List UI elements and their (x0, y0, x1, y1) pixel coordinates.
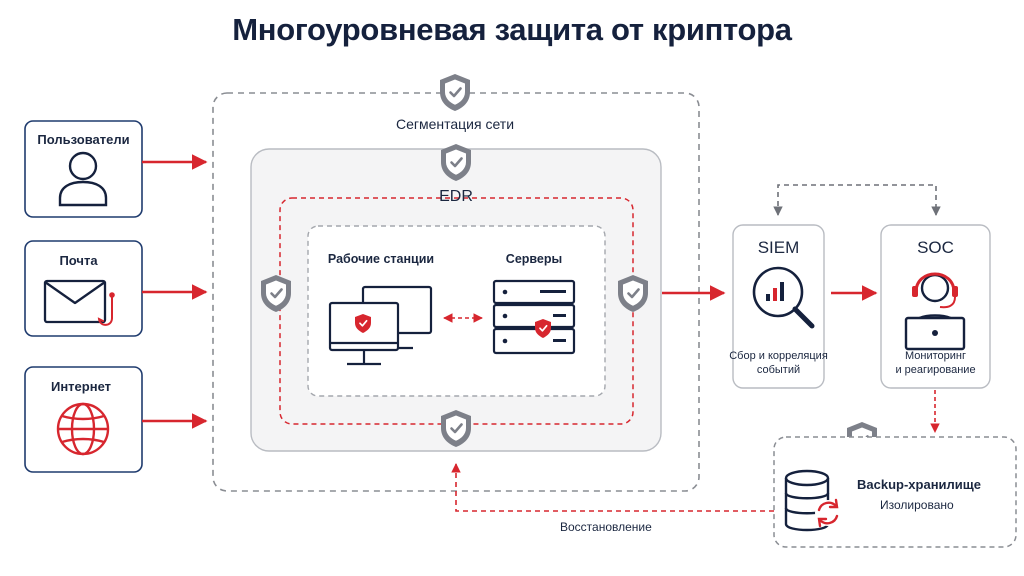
magnifier-icon (752, 266, 815, 329)
soc-caption-line1: Мониторинг (904, 350, 966, 362)
siem-title: SIEM (757, 238, 800, 257)
server-indicators (502, 289, 566, 344)
envelope-icon (43, 279, 107, 324)
server-icon (492, 279, 576, 355)
internet-label: Интернет (50, 379, 111, 394)
edr-label: EDR (439, 188, 473, 205)
soc-title: SOC (917, 238, 954, 257)
siem-caption-line2: событий (756, 364, 801, 376)
users-box (24, 120, 143, 218)
page-title: Многоуровневая защита от криптора (232, 12, 792, 47)
recovery-label: Восстановление (560, 520, 652, 534)
operator-icon (904, 272, 966, 351)
users-label: Пользователи (37, 132, 130, 147)
backup-title: Backup-хранилище (857, 477, 981, 492)
globe-icon (56, 402, 110, 456)
soc-caption-line2: и реагирование (895, 364, 976, 376)
phishing-hook-icon (97, 292, 115, 326)
restore-sync-icon (815, 498, 841, 528)
backup-subtitle: Изолировано (880, 498, 954, 512)
siem-soc-feedback-loop (773, 184, 941, 216)
servers-label: Серверы (505, 252, 563, 266)
user-icon (58, 151, 108, 207)
segmentation-label: Сегментация сети (395, 116, 515, 132)
workstations-label: Рабочие станции (327, 252, 435, 266)
recovery-path (451, 463, 774, 512)
siem-caption-line1: Сбор и корреляция (729, 350, 828, 362)
mail-label: Почта (59, 253, 98, 268)
segmentation-shield-icon (438, 72, 472, 113)
workstation-icon (328, 285, 433, 366)
